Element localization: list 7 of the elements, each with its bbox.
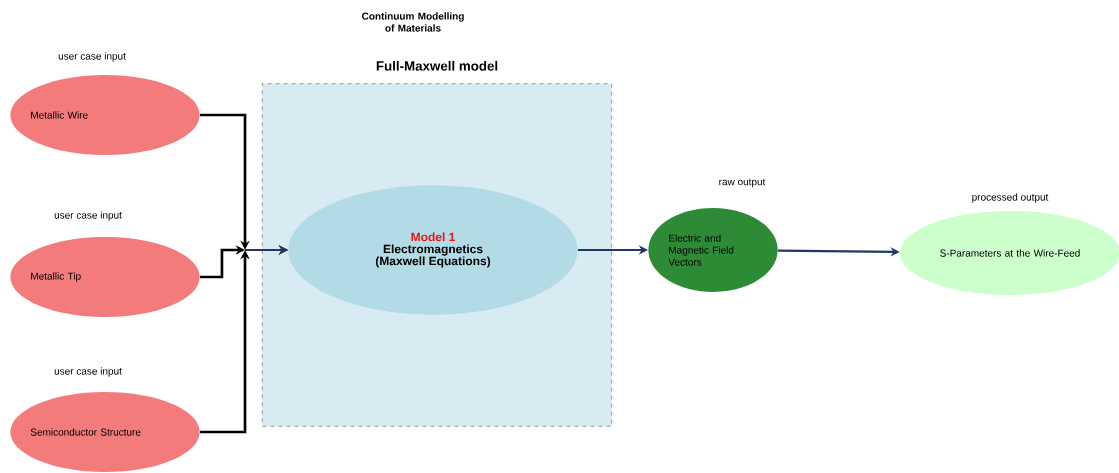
node-label: Full-Maxwell model — [376, 60, 498, 71]
node-caption: user case input — [54, 367, 122, 377]
node-caption: processed output — [972, 193, 1049, 203]
node-caption: user case input — [54, 211, 122, 221]
node-caption: user case input — [58, 52, 126, 62]
node-caption: raw output — [719, 178, 766, 188]
title: Continuum Modelling of Materials — [362, 12, 464, 32]
